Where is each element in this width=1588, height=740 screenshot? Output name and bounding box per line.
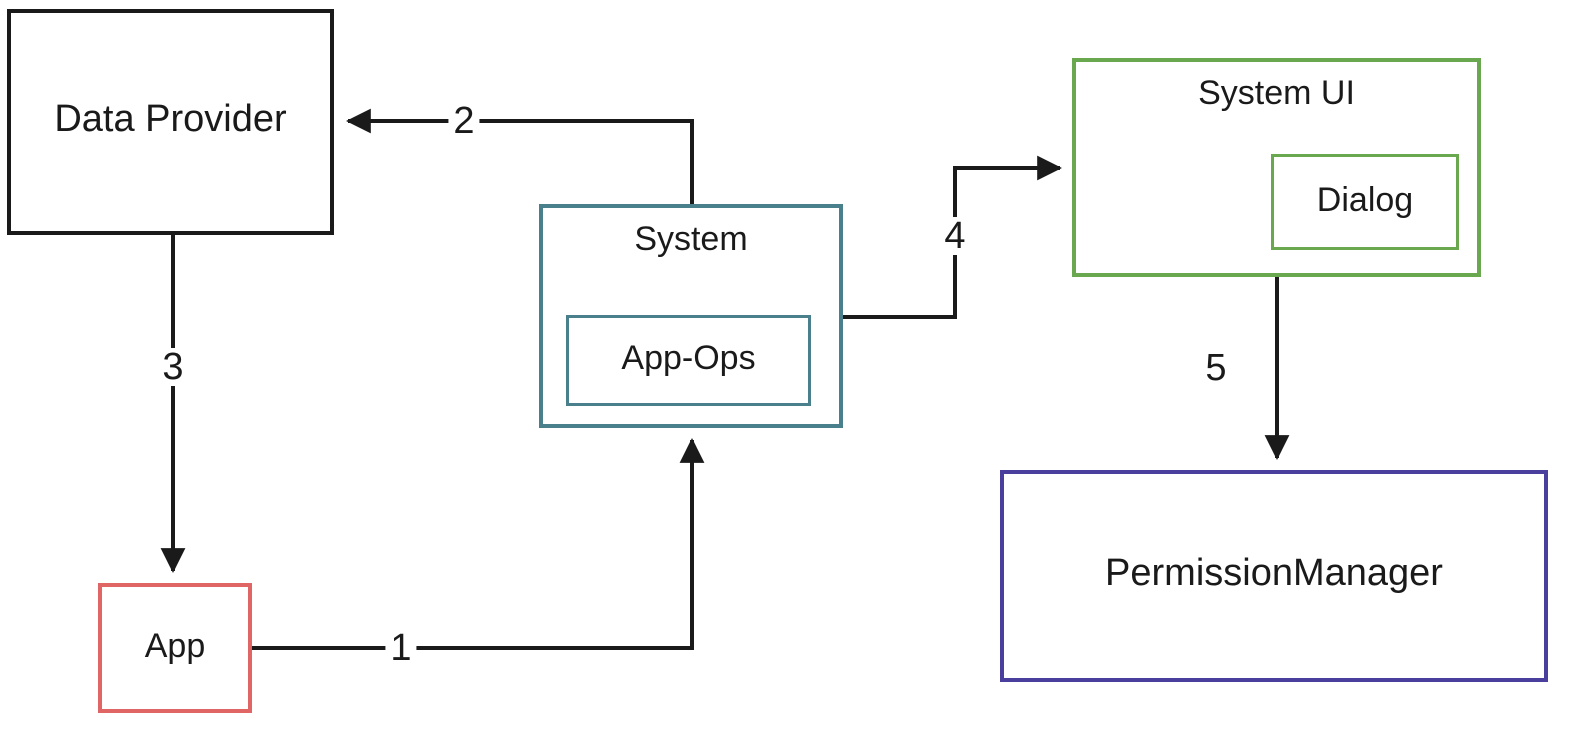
edge-label-edge-4: 4	[939, 217, 971, 255]
node-shapes-group	[7, 9, 1548, 713]
node-data-provider[interactable]	[7, 9, 334, 235]
node-dialog[interactable]	[1271, 154, 1459, 250]
node-box-data-provider[interactable]	[7, 9, 334, 235]
node-box-dialog[interactable]	[1271, 154, 1459, 250]
node-app-ops[interactable]	[566, 315, 811, 406]
edge-path-edge-1	[252, 438, 705, 650]
node-app[interactable]	[98, 583, 252, 713]
edge-label-edge-5: 5	[1200, 349, 1232, 387]
node-permission-manager[interactable]	[1000, 470, 1548, 682]
node-box-permission-manager[interactable]	[1000, 470, 1548, 682]
edge-label-edge-1: 1	[385, 629, 417, 667]
edge-label-edge-2: 2	[448, 102, 480, 140]
edge-path-edge-2	[346, 108, 694, 204]
node-box-app[interactable]	[98, 583, 252, 713]
node-box-app-ops[interactable]	[566, 315, 811, 406]
edge-label-edge-3: 3	[157, 348, 189, 386]
